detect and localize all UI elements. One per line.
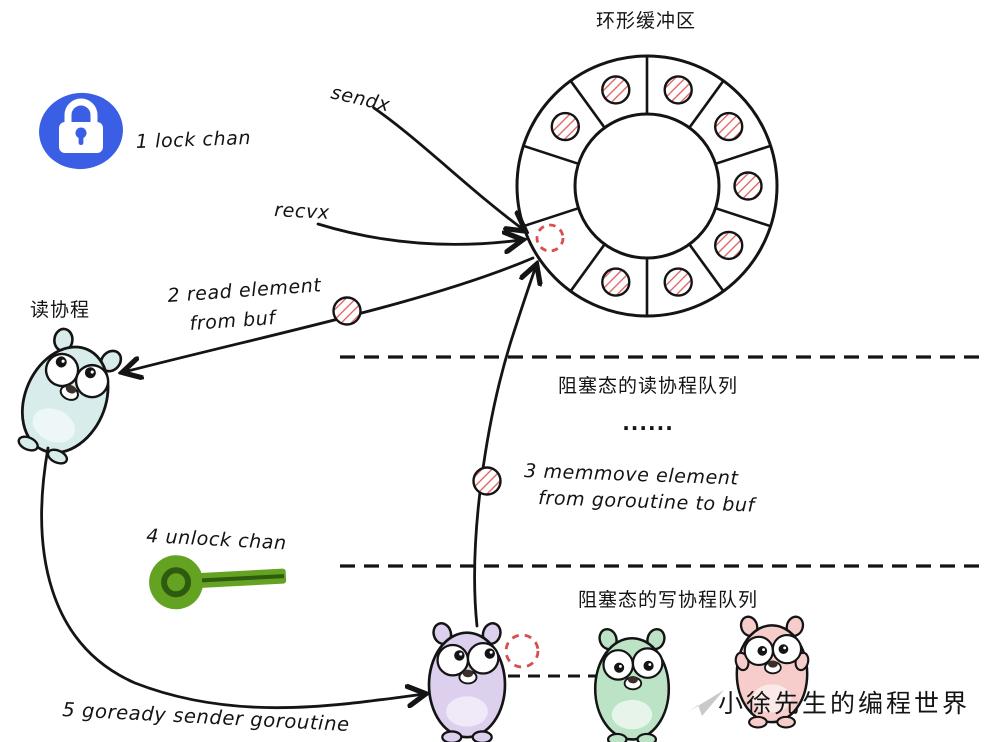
ring-buffer	[515, 54, 779, 318]
buffer-element	[601, 75, 631, 105]
paper-plane-icon	[688, 690, 724, 716]
moved-element-dashed-circle	[504, 633, 540, 669]
gopher-eye	[466, 641, 500, 675]
label-step2-line2: from buf	[189, 307, 279, 335]
title-ring-buffer: 环形缓冲区	[596, 10, 696, 32]
watermark-text: 小徐先生的编程世界	[718, 689, 970, 718]
empty-slot-dashed-circle	[535, 223, 565, 253]
buffer-element	[663, 267, 693, 297]
label-read-goroutine: 读协程	[30, 299, 90, 321]
label-step5: 5 goready sender goroutine	[62, 698, 351, 736]
buffer-element	[550, 111, 580, 142]
step3-arrow	[473, 266, 536, 628]
label-step3-line1: 3 memmove element	[524, 460, 740, 490]
sendx-arrow	[372, 106, 524, 230]
watermark: 小徐先生的编程世界	[688, 689, 970, 718]
buffer-elements	[550, 75, 763, 297]
label-read-queue: 阻塞态的读协程队列	[558, 375, 738, 397]
padlock-shackle	[64, 98, 98, 124]
ring-segment-dividers	[522, 56, 772, 316]
step5-arrow	[40, 446, 424, 710]
gopher-blocked-writer-1	[593, 628, 671, 742]
gopher-sender	[427, 622, 507, 742]
gopher-eye	[436, 643, 470, 677]
element-in-transit-read	[332, 296, 362, 326]
buffer-element	[663, 75, 693, 105]
buffer-element	[601, 267, 631, 297]
label-step4: 4 unlock chan	[146, 525, 288, 554]
label-ellipsis: ......	[622, 411, 674, 435]
gopher-eye	[74, 363, 110, 399]
gopher-reader	[17, 327, 123, 465]
key-icon	[149, 555, 287, 610]
label-step3-line2: from goroutine to buf	[538, 487, 758, 517]
ring-inner-circle	[573, 112, 721, 260]
element-in-transit-write	[472, 466, 502, 496]
label-step2-line1: 2 read element	[167, 274, 323, 307]
recvx-arrow	[316, 222, 521, 244]
buffer-element	[714, 111, 744, 142]
label-step1: 1 lock chan	[135, 127, 251, 153]
label-recvx: recvx	[274, 199, 331, 224]
buffer-element	[714, 230, 744, 261]
step2-arrow	[124, 256, 535, 372]
buffer-element	[733, 171, 763, 201]
padlock-icon	[39, 92, 123, 170]
gopher-blocked-writer-2	[734, 615, 810, 729]
label-write-queue: 阻塞态的写协程队列	[578, 589, 758, 611]
label-sendx: sendx	[329, 81, 392, 116]
